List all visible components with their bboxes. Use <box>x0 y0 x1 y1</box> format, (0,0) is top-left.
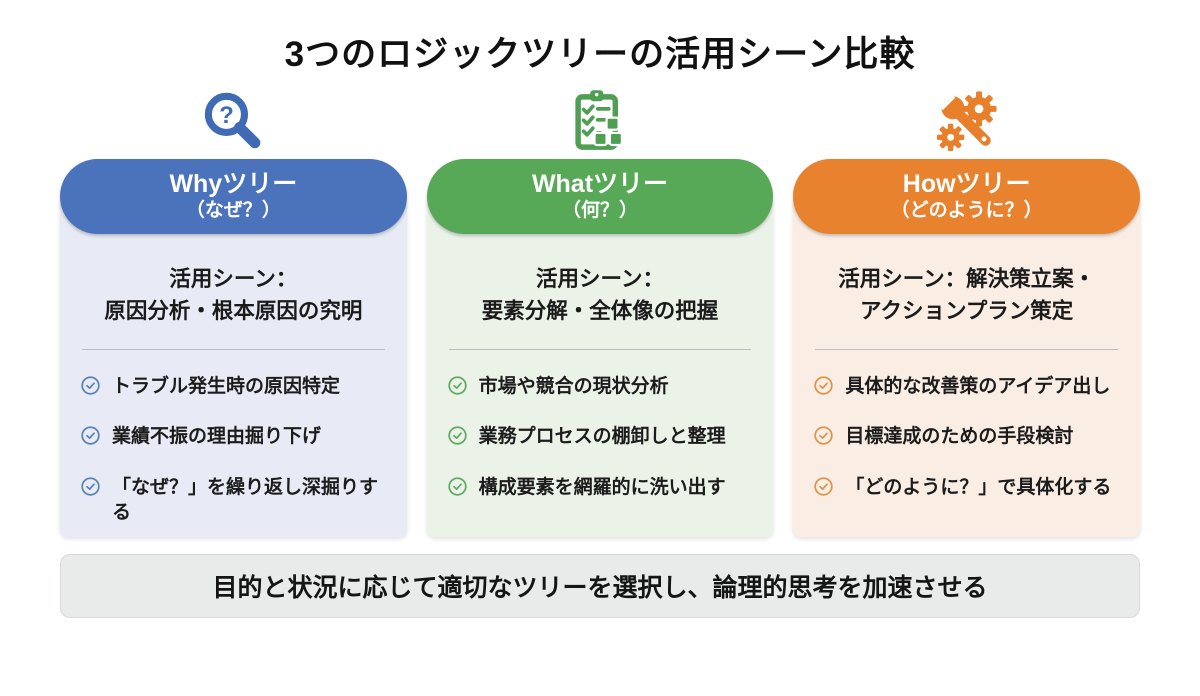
scene-heading: 活用シーン： 要素分解・全体像の把握 <box>481 267 719 324</box>
column-what: Whatツリー （何？） 活用シーン： 要素分解・全体像の把握 市場や競合の現状… <box>426 85 774 537</box>
header-pill-what: Whatツリー （何？） <box>426 159 774 234</box>
check-list: トラブル発生時の原因特定 業績不振の理由掘り下げ 「なぜ？」を繰り返し深掘りする <box>78 374 389 527</box>
check-circle-icon <box>447 425 468 454</box>
header-subtitle: （どのように？） <box>890 200 1043 222</box>
check-list: 具体的な改善策のアイデア出し 目標達成のための手段検討 「どのように？」で具体化… <box>811 374 1122 505</box>
scene-heading: 活用シーン：解決策立案・ アクションプラン策定 <box>838 267 1096 324</box>
check-circle-icon <box>80 425 101 454</box>
header-subtitle: （何？） <box>561 200 638 222</box>
card-why: 活用シーン： 原因分析・根本原因の究明 トラブル発生時の原因特定 業績不振の理由… <box>60 197 407 537</box>
check-circle-icon <box>447 375 468 404</box>
list-item: 目標達成のための手段検討 <box>811 424 1122 454</box>
comparison-grid: ? Whyツリー （なぜ？） 活用シーン： 原因分析・根本原因の究明 トラブル発… <box>60 85 1140 537</box>
card-what: 活用シーン： 要素分解・全体像の把握 市場や競合の現状分析 業務プロセスの棚卸し… <box>426 197 774 537</box>
magnifier-question-icon: ? <box>198 85 268 159</box>
check-circle-icon <box>813 375 834 404</box>
header-title: Howツリー <box>902 170 1031 199</box>
column-how: Howツリー （どのように？） 活用シーン：解決策立案・ アクションプラン策定 … <box>793 85 1140 537</box>
check-list: 市場や競合の現状分析 業務プロセスの棚卸しと整理 構成要素を網羅的に洗い出す <box>445 374 756 505</box>
list-item: 構成要素を網羅的に洗い出す <box>445 475 756 505</box>
list-item: トラブル発生時の原因特定 <box>78 374 389 404</box>
column-why: ? Whyツリー （なぜ？） 活用シーン： 原因分析・根本原因の究明 トラブル発… <box>60 85 407 537</box>
list-item: 市場や競合の現状分析 <box>445 374 756 404</box>
divider <box>82 348 385 350</box>
clipboard-checklist-icon <box>565 85 635 159</box>
list-item: 具体的な改善策のアイデア出し <box>811 374 1122 404</box>
wrench-gear-icon <box>932 85 1002 159</box>
header-subtitle: （なぜ？） <box>185 200 281 222</box>
list-item: 業務プロセスの棚卸しと整理 <box>445 424 756 454</box>
page-title: 3つのロジックツリーの活用シーン比較 <box>284 35 916 74</box>
header-pill-how: Howツリー （どのように？） <box>793 159 1140 234</box>
header-pill-why: Whyツリー （なぜ？） <box>60 159 407 234</box>
summary-banner: 目的と状況に応じて適切なツリーを選択し、論理的思考を加速させる <box>60 554 1140 618</box>
check-circle-icon <box>447 476 468 505</box>
check-circle-icon <box>80 476 101 505</box>
list-item: 「なぜ？」を繰り返し深掘りする <box>78 475 389 526</box>
check-circle-icon <box>80 375 101 404</box>
check-circle-icon <box>813 425 834 454</box>
scene-heading: 活用シーン： 原因分析・根本原因の究明 <box>104 267 363 324</box>
svg-text:?: ? <box>219 102 234 129</box>
check-circle-icon <box>813 476 834 505</box>
header-title: Whatツリー <box>531 170 669 199</box>
list-item: 業績不振の理由掘り下げ <box>78 424 389 454</box>
card-how: 活用シーン：解決策立案・ アクションプラン策定 具体的な改善策のアイデア出し 目… <box>793 197 1140 537</box>
divider <box>448 348 752 350</box>
divider <box>815 348 1118 350</box>
header-title: Whyツリー <box>169 170 298 199</box>
list-item: 「どのように？」で具体化する <box>811 475 1122 505</box>
